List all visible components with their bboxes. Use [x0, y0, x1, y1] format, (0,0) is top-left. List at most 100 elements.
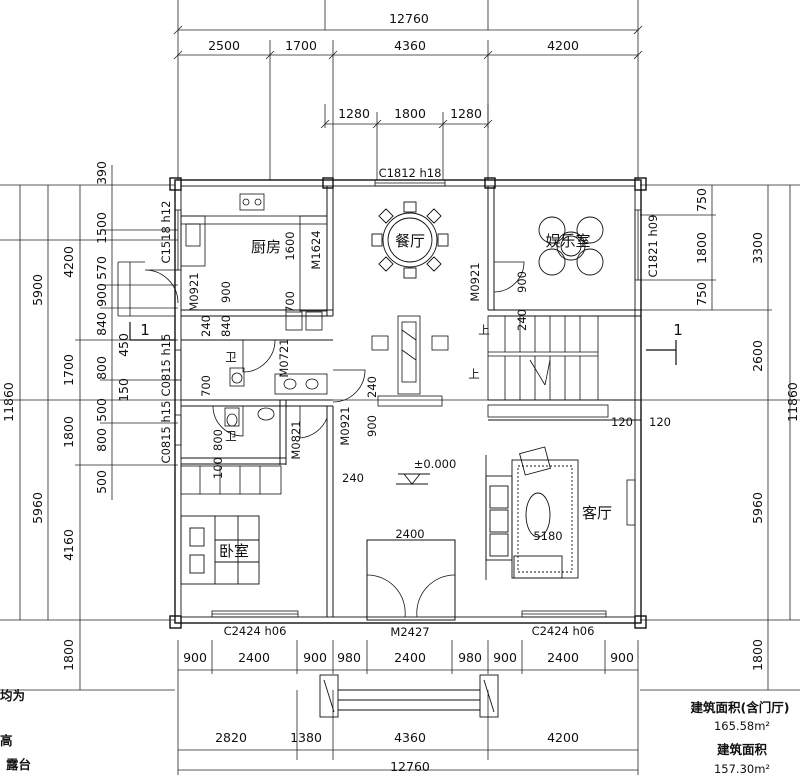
door-dining-label: M0921 — [338, 406, 352, 445]
left-mid-1: 4200 — [61, 246, 76, 278]
entrance-steps — [319, 674, 499, 718]
left-inner-4: 900 — [94, 283, 109, 307]
stair-up-mark-2: 上 — [468, 367, 480, 381]
room-bedroom-label: 卧室 — [219, 542, 249, 560]
right-inner-1: 750 — [694, 188, 709, 212]
window-bath2-label: C0815 h15 — [159, 401, 173, 464]
left-note-2: 高 — [0, 733, 13, 748]
island-counter — [371, 315, 449, 407]
living-dim-120b: 120 — [649, 415, 671, 429]
left-mid-3: 1800 — [61, 416, 76, 448]
top-seg-3: 4360 — [394, 38, 426, 53]
left-inner-9: 500 — [94, 398, 109, 422]
bottom-dimension-chain — [178, 640, 638, 771]
area-label-1: 建筑面积(含门厅) — [691, 700, 790, 715]
door-kitchen-inner-label: M1624 — [309, 230, 323, 269]
left-mid-2: 1700 — [61, 354, 76, 386]
bed-icon — [180, 515, 260, 585]
top-center-seg-1: 1280 — [338, 106, 370, 121]
hall-dim-2400: 2400 — [395, 527, 424, 541]
bottom-seg-4: 980 — [337, 650, 361, 665]
bottom2-seg-2: 1380 — [290, 730, 322, 745]
bottom2-seg-3: 4360 — [394, 730, 426, 745]
room-living-label: 客厅 — [582, 504, 612, 522]
room-bath-label-1: 卫 — [225, 350, 237, 364]
left-total-dim: 11860 — [1, 382, 16, 422]
right-mid-2: 2600 — [750, 340, 765, 372]
left-inner-5: 840 — [94, 312, 109, 336]
left-inner-11: 500 — [94, 470, 109, 494]
stair-dim-900: 900 — [515, 271, 529, 293]
dining-dim-900: 900 — [365, 415, 379, 437]
kitchen-dim-900: 900 — [219, 281, 233, 303]
bath-fixtures — [180, 367, 328, 495]
window-kitchen-label: C1518 h12 — [159, 201, 173, 264]
right-total-dim: 11860 — [785, 382, 800, 422]
top-seg-4: 4200 — [547, 38, 579, 53]
window-bath1-label: C0815 h15 — [159, 334, 173, 397]
left-dimension-chain — [0, 165, 178, 690]
kitchen-dim-840: 840 — [219, 315, 233, 337]
bottom-seg-1: 900 — [183, 650, 207, 665]
left-inner-8: 150 — [116, 378, 131, 402]
bath-dim-100: 100 — [211, 457, 225, 479]
section-mark-right: 1 — [673, 321, 683, 339]
kitchen-dim-240: 240 — [199, 315, 213, 337]
left-inner-1: 390 — [94, 161, 109, 185]
top-seg-1: 2500 — [208, 38, 240, 53]
entertainment-table-icon — [538, 216, 604, 276]
dining-table-icon — [371, 201, 449, 279]
kitchen-dim-700: 700 — [283, 291, 297, 313]
left-mid-5: 1800 — [61, 639, 76, 671]
right-mid-1: 3300 — [750, 232, 765, 264]
top-seg-2: 1700 — [285, 38, 317, 53]
door-entertain-label: M0921 — [468, 262, 482, 301]
dining-dim-240a: 240 — [365, 376, 379, 398]
bottom-seg-3: 900 — [303, 650, 327, 665]
bottom-seg-6: 980 — [458, 650, 482, 665]
left-note-1: 均为 — [0, 688, 25, 703]
bottom-total-dim: 12760 — [390, 759, 430, 774]
window-bedroom-label: C2424 h06 — [224, 624, 287, 638]
window-living-label: C2424 h06 — [532, 624, 595, 638]
stair-up-mark-1: 上 — [478, 323, 490, 337]
bottom2-seg-1: 2820 — [215, 730, 247, 745]
left-inner-3: 570 — [94, 256, 109, 280]
living-furniture — [485, 446, 579, 580]
kitchen-dim-1600: 1600 — [283, 231, 297, 260]
left-inner-10: 800 — [94, 428, 109, 452]
right-major-2: 1800 — [750, 639, 765, 671]
bottom-seg-2: 2400 — [238, 650, 270, 665]
left-major-2: 5960 — [30, 492, 45, 524]
top-total-dim: 12760 — [389, 11, 429, 26]
top-center-seg-3: 1280 — [450, 106, 482, 121]
area-value-2: 157.30m² — [714, 762, 770, 775]
bottom2-seg-4: 4200 — [547, 730, 579, 745]
living-dim-5180: 5180 — [533, 529, 562, 543]
room-bath-label-2: 卫 — [225, 429, 237, 443]
left-inner-7: 450 — [116, 333, 131, 357]
top-center-seg-2: 1800 — [394, 106, 426, 121]
left-inner-6: 800 — [94, 356, 109, 380]
right-inner-2: 1800 — [694, 232, 709, 264]
kitchen-fixtures — [117, 193, 328, 331]
living-dim-120a: 120 — [611, 415, 633, 429]
bottom-seg-8: 2400 — [547, 650, 579, 665]
room-kitchen-label: 厨房 — [251, 238, 281, 256]
left-major-1: 5900 — [30, 274, 45, 306]
bath-dim-800: 800 — [211, 429, 225, 451]
level-mark-icon — [396, 473, 430, 485]
door-bath1-label: M0721 — [277, 338, 291, 377]
section-marks — [129, 322, 677, 365]
bottom-seg-9: 900 — [610, 650, 634, 665]
main-door-label: M2427 — [390, 625, 429, 639]
area-label-2: 建筑面积 — [717, 742, 768, 757]
left-note-3: 露台 — [6, 757, 31, 772]
room-entertainment-label: 娱乐室 — [545, 232, 590, 250]
bottom-seg-7: 900 — [493, 650, 517, 665]
right-inner-3: 750 — [694, 282, 709, 306]
dining-dim-240b: 240 — [342, 471, 364, 485]
top-dimension-chain — [173, 25, 643, 180]
